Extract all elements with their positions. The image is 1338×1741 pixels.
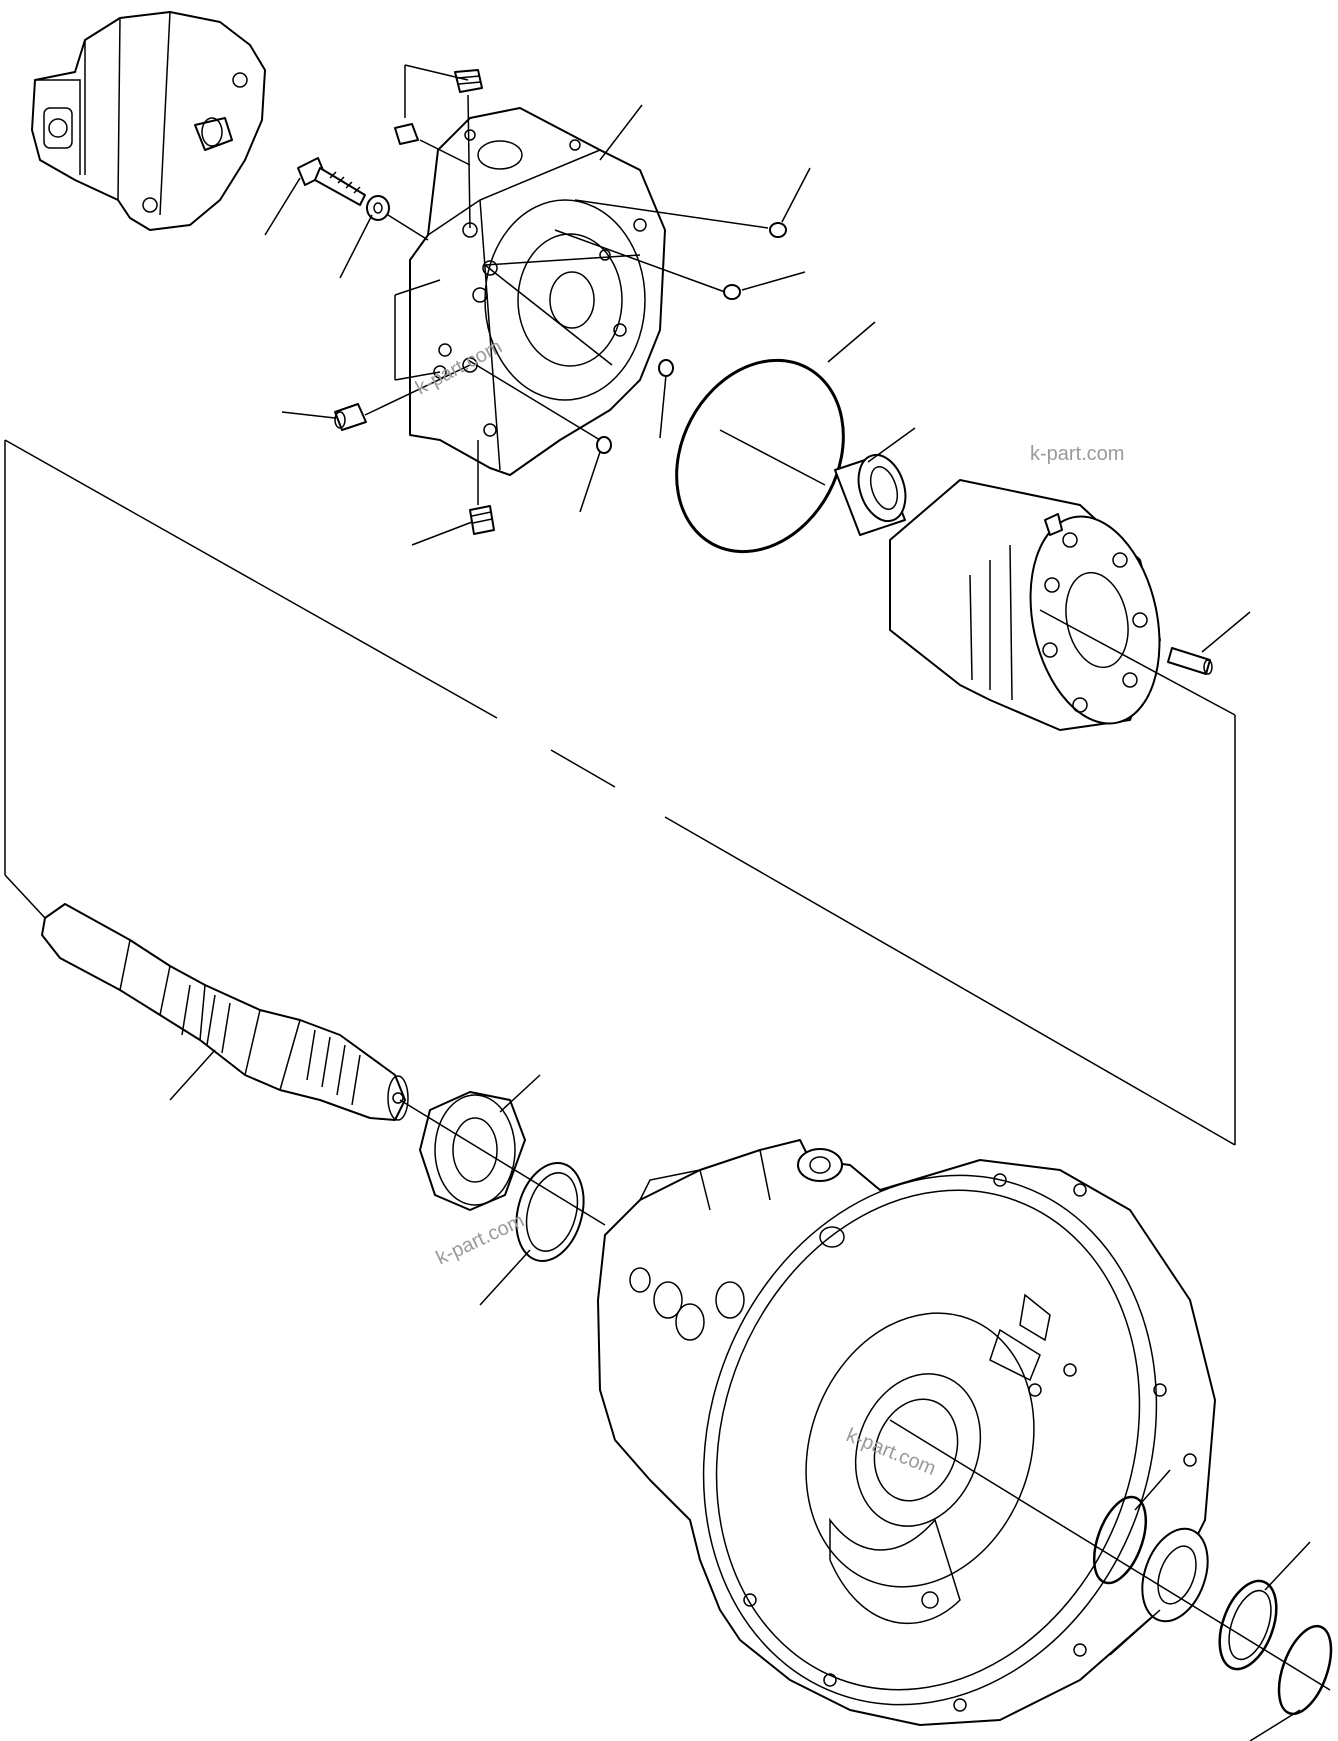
- gear-pump[interactable]: [31, 11, 266, 231]
- washer[interactable]: [366, 195, 390, 221]
- plug-side[interactable]: [334, 403, 367, 431]
- pump-housing[interactable]: [597, 1111, 1229, 1741]
- snap-ring-inner[interactable]: [1084, 1490, 1156, 1590]
- cylinder-block[interactable]: [889, 479, 1177, 736]
- o-ring-small-3[interactable]: [658, 359, 674, 377]
- callout-leaders: [169, 104, 1311, 1741]
- spacer-ring[interactable]: [506, 1155, 594, 1268]
- plug-top-1[interactable]: [454, 69, 483, 93]
- o-ring-large[interactable]: [644, 331, 876, 581]
- o-ring-small-1[interactable]: [769, 222, 787, 238]
- plug-bottom[interactable]: [469, 505, 495, 535]
- watermark-text: k-part.com: [1030, 443, 1124, 465]
- plug-top-2[interactable]: [394, 123, 419, 145]
- oil-seal[interactable]: [1130, 1520, 1219, 1631]
- spacer-ring-outer[interactable]: [1209, 1573, 1287, 1677]
- o-ring-small-2[interactable]: [723, 284, 741, 300]
- end-cap-cover[interactable]: [409, 107, 666, 476]
- assembly-lines: [4, 64, 1331, 1691]
- watermark-text: k-part.com: [433, 1210, 528, 1270]
- pin[interactable]: [1167, 647, 1213, 675]
- needle-bearing[interactable]: [834, 449, 913, 536]
- ball-bearing[interactable]: [419, 1091, 526, 1211]
- drive-shaft[interactable]: [41, 903, 409, 1121]
- o-ring-small-4[interactable]: [596, 436, 612, 454]
- snap-ring-outer[interactable]: [1269, 1619, 1338, 1721]
- cap-screw[interactable]: [297, 157, 366, 206]
